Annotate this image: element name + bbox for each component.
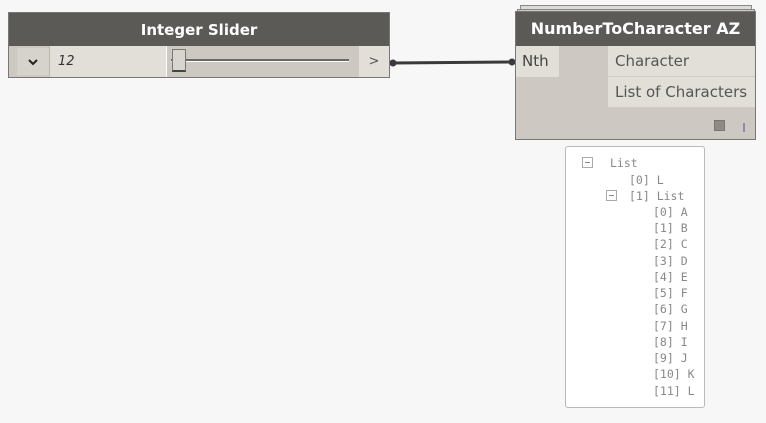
- slider-thumb[interactable]: [172, 49, 186, 72]
- input-port-nth[interactable]: Nth: [516, 46, 559, 77]
- preview-sublist-label: [1] List: [629, 189, 685, 203]
- preview-item: [3] D: [653, 254, 688, 268]
- output-port-list-of-characters[interactable]: List of Characters: [608, 77, 755, 108]
- preview-item: [0] L: [629, 173, 664, 187]
- slider-options-button[interactable]: [17, 48, 49, 75]
- slider-value-input[interactable]: 12: [49, 46, 167, 77]
- preview-item: [10] K: [653, 367, 695, 381]
- chevron-down-icon: [28, 58, 38, 65]
- collapse-icon[interactable]: [582, 157, 593, 168]
- integer-slider-node[interactable]: Integer Slider 12 >: [8, 12, 390, 78]
- preview-item: [4] E: [653, 270, 688, 284]
- preview-item: [0] A: [653, 205, 688, 219]
- preview-root-label: List: [610, 156, 638, 170]
- preview-toggle-icon[interactable]: [714, 120, 725, 131]
- preview-item: [1] B: [653, 221, 688, 235]
- slider-track[interactable]: [167, 46, 359, 77]
- preview-item: [6] G: [653, 302, 688, 316]
- preview-bubble: List [0] L [1] List [0] A [1] B [2] C [3…: [565, 146, 705, 408]
- lacing-icon: [743, 123, 745, 132]
- preview-item: [5] F: [653, 286, 688, 300]
- collapse-icon[interactable]: [606, 190, 617, 201]
- node-title: NumberToCharacter AZ: [516, 12, 755, 46]
- preview-item: [8] I: [653, 335, 688, 349]
- output-port-character[interactable]: Character: [608, 46, 755, 77]
- node-title: Integer Slider: [9, 13, 389, 46]
- number-to-character-node[interactable]: NumberToCharacter AZ Nth Character List …: [515, 11, 756, 140]
- slider-output-port[interactable]: >: [359, 46, 389, 77]
- preview-item: [7] H: [653, 319, 688, 333]
- preview-item: [9] J: [653, 351, 688, 365]
- preview-item: [11] L: [653, 384, 695, 398]
- slider-rail: [171, 59, 349, 62]
- preview-item: [2] C: [653, 237, 688, 251]
- connector-wire[interactable]: [390, 58, 516, 68]
